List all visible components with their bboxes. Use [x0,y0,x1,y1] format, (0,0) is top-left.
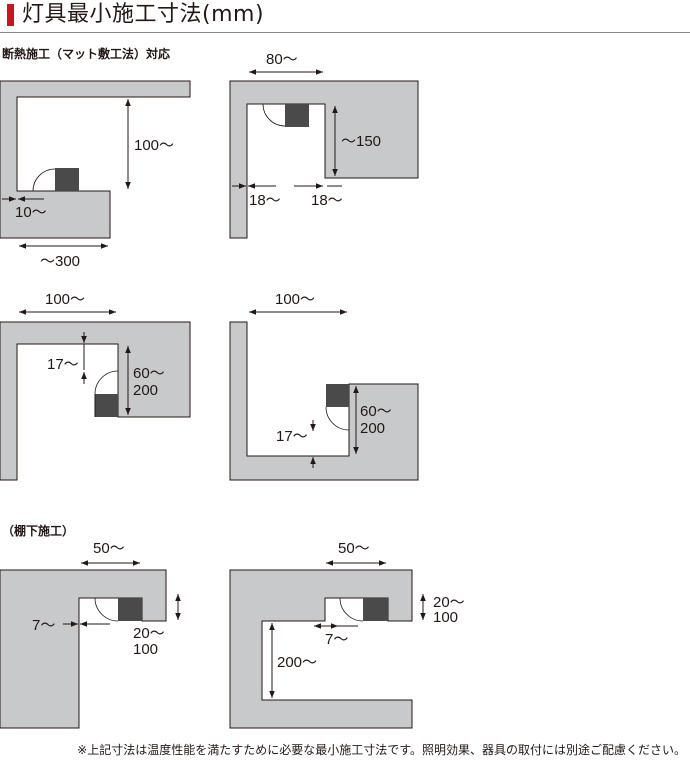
footer-note: ※上記寸法は温度性能を満たすために必要な最小施工寸法です。照明効果、器具の取付に… [77,743,686,757]
dimension-label: 50～ [338,540,370,557]
dimension-label: ～150 [341,133,381,150]
lamp-body [118,598,142,621]
section-label-insulation: 断熱施工（マット敷工法）対応 [2,47,171,61]
beam-arc [94,370,119,395]
dimension-label: 100～ [275,291,315,308]
wall-section [0,321,191,481]
wall-section [229,80,419,239]
lamp-body [95,394,118,417]
beam-arc [94,597,119,622]
wall-section [0,80,191,239]
beam-arc [325,406,350,431]
lamp-body [326,384,349,407]
page-title: 灯具最小施工寸法(mm) [22,2,265,27]
dimension-label: 7～ [325,631,348,648]
dimension-label: 100～ [134,137,174,154]
section-label-under-shelf: （棚下施工） [2,524,75,538]
wall-section [229,569,413,729]
dimension-label: 200 [360,420,385,437]
beam-arc [339,597,364,622]
dimension-label: 17～ [47,356,79,373]
header-accent-bar [7,4,14,26]
diagram-6: 50～ 20～ 100 7～ 200～ [229,540,465,729]
dimension-label: 17～ [276,428,308,445]
header-divider [0,32,690,33]
dimension-label: 200～ [277,654,317,671]
lamp-body [285,104,309,127]
lamp-body [363,598,388,621]
dimension-label: 60～ [360,403,392,420]
dimension-label: 18～ [249,192,281,209]
dimension-label: 10～ [15,204,47,221]
diagram-2: 80～ ～150 18～ 18～ [229,51,419,239]
dimension-label: 18～ [311,192,343,209]
dimension-label: ～300 [40,253,80,270]
diagram-1: 100～ 10～ ～300 [0,80,191,270]
beam-arc [262,103,286,127]
dimension-label: 80～ [266,51,298,68]
diagram-5: 50～ 20～ 100 7～ [0,540,181,729]
beam-arc [32,168,56,192]
dimension-label: 60～ [133,365,165,382]
dimension-label: 20～ [133,625,165,642]
dimension-label: 100 [133,641,158,658]
dimension-label: 200 [133,382,158,399]
dimension-label: 7～ [32,617,55,634]
diagram-4: 100～ 60～ 200 17～ [229,291,419,481]
wall-section [229,321,419,481]
dimension-label: 50～ [93,540,125,557]
dimension-label: 100 [433,609,458,626]
dimension-label: 20～ [433,594,465,611]
diagram-3: 100～ 17～ 60～ 200 [0,291,191,481]
dimension-label: 100～ [45,291,85,308]
lamp-body [55,168,79,191]
